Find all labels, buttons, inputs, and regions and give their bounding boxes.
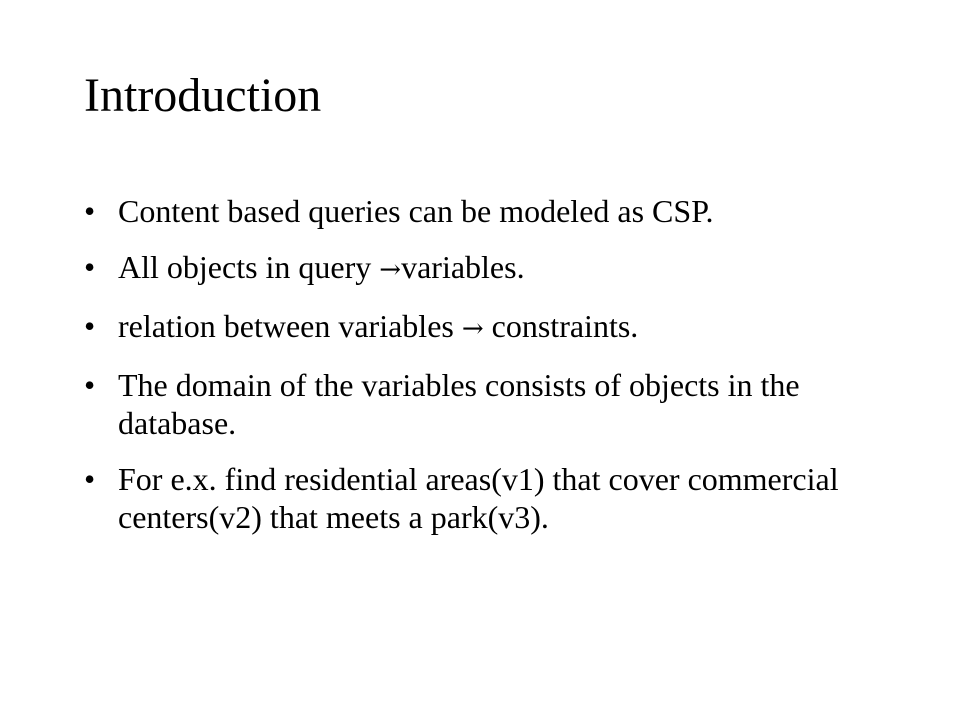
bullet-item: • The domain of the variables consists o… [84, 366, 924, 442]
bullet-text: The domain of the variables consists of … [118, 367, 800, 441]
bullet-text-pre: relation between variables [118, 308, 462, 344]
bullet-item: • For e.x. find residential areas(v1) th… [84, 460, 924, 536]
bullet-text: For e.x. find residential areas(v1) that… [118, 461, 839, 535]
bullet-marker: • [84, 249, 96, 285]
bullet-item: • All objects in query →variables. [84, 248, 924, 289]
bullet-list: • Content based queries can be modeled a… [84, 192, 924, 554]
bullet-marker: • [84, 308, 96, 344]
bullet-text-pre: All objects in query [118, 249, 380, 285]
bullet-item: • Content based queries can be modeled a… [84, 192, 924, 230]
bullet-text: Content based queries can be modeled as … [118, 193, 714, 229]
bullet-item: • relation between variables → constrain… [84, 307, 924, 348]
bullet-text-post: variables. [401, 249, 525, 285]
bullet-marker: • [84, 193, 96, 229]
slide-title: Introduction [84, 69, 322, 122]
right-arrow-icon: → [461, 314, 484, 344]
right-arrow-icon: → [379, 255, 402, 285]
bullet-marker: • [84, 461, 96, 497]
bullet-text-post: constraints. [483, 308, 639, 344]
bullet-marker: • [84, 367, 96, 403]
